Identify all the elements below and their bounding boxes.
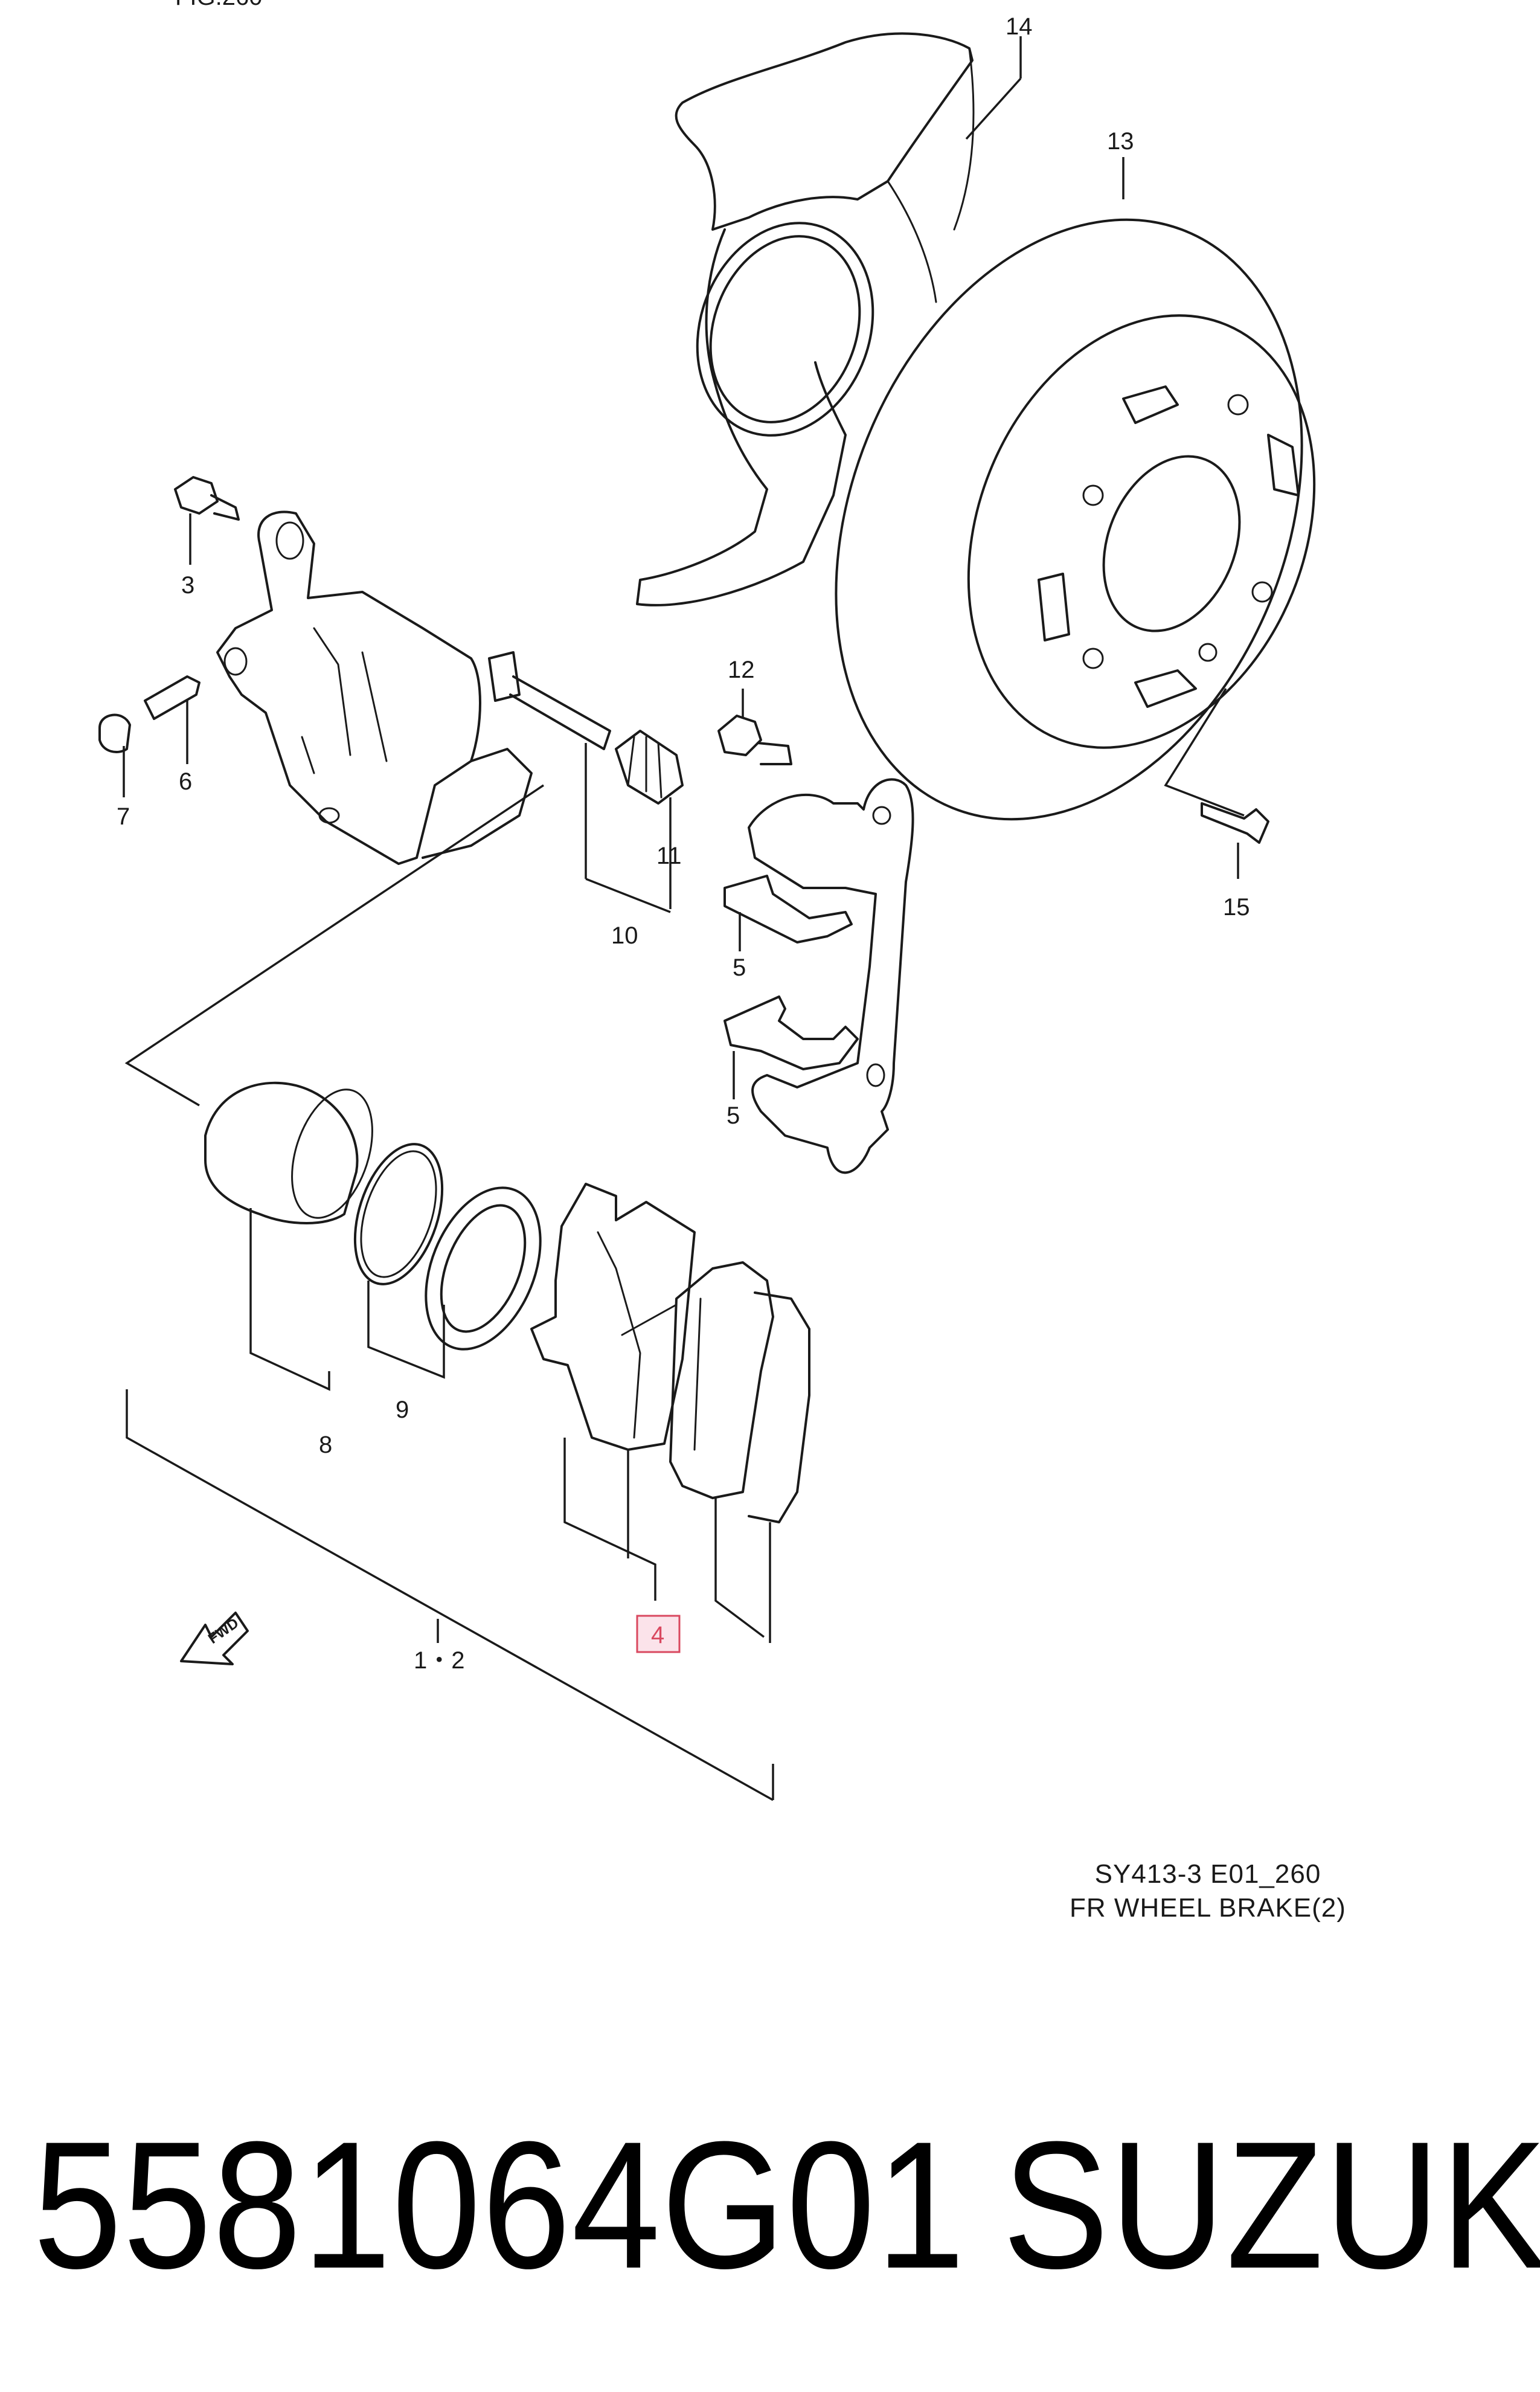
caliper-carrier [748,778,914,1174]
disc-screw [1164,688,1269,879]
caliper-body [216,510,533,865]
callout-5-upper[interactable]: 5 [733,954,746,981]
callout-9[interactable]: 9 [396,1397,409,1423]
bolt-12 [717,689,792,765]
exploded-view-drawing: FIG.260 [98,0,1316,1801]
callout-3[interactable]: 3 [181,572,194,599]
callout-1-2[interactable]: 1・2 [414,1647,465,1674]
callout-6[interactable]: 6 [179,768,192,795]
part-number: 5581064G01 [33,2103,966,2306]
diagram-title: FR WHEEL BRAKE(2) [1070,1893,1346,1923]
callout-8[interactable]: 8 [319,1432,332,1458]
fwd-arrow-icon: FWD [180,1612,249,1665]
parts-diagram: FIG.260 [98,0,1346,1923]
piston-seal [353,1143,445,1379]
pad-set-leaders [563,1438,771,1643]
pad-clip-lower [723,995,859,1099]
callout-15[interactable]: 15 [1223,894,1250,921]
bleeder-cap [98,713,131,797]
guide-pin-boot [615,730,684,909]
callout-12[interactable]: 12 [728,657,755,683]
figure-reference-label: FIG.260 [175,0,263,10]
callout-10[interactable]: 10 [611,922,638,949]
brand-name: SUZUKI [1003,2103,1540,2306]
callout-5-lower[interactable]: 5 [727,1102,740,1129]
piston [204,1081,373,1391]
bleeder-screw [144,675,201,764]
leader-14b [965,77,1022,140]
brake-pad-outer [669,1261,810,1523]
diagram-code: SY413-3 E01_260 [1094,1859,1321,1889]
callout-4[interactable]: 4 [651,1622,664,1648]
guide-pin [488,651,671,913]
brake-disc [835,218,1316,821]
footer-band [0,1993,1540,2392]
brake-pad-inner [530,1183,696,1451]
dust-shield [636,32,975,606]
assembly-bracket [124,784,774,1801]
pad-clip-upper [723,875,853,951]
callout-13[interactable]: 13 [1107,128,1134,155]
callout-7[interactable]: 7 [117,803,130,830]
callout-4-highlight [636,1615,681,1653]
bolt-3 [174,476,240,565]
callout-14[interactable]: 14 [1006,13,1033,40]
callout-11[interactable]: 11 [656,843,682,869]
piston-boot [425,1186,542,1351]
